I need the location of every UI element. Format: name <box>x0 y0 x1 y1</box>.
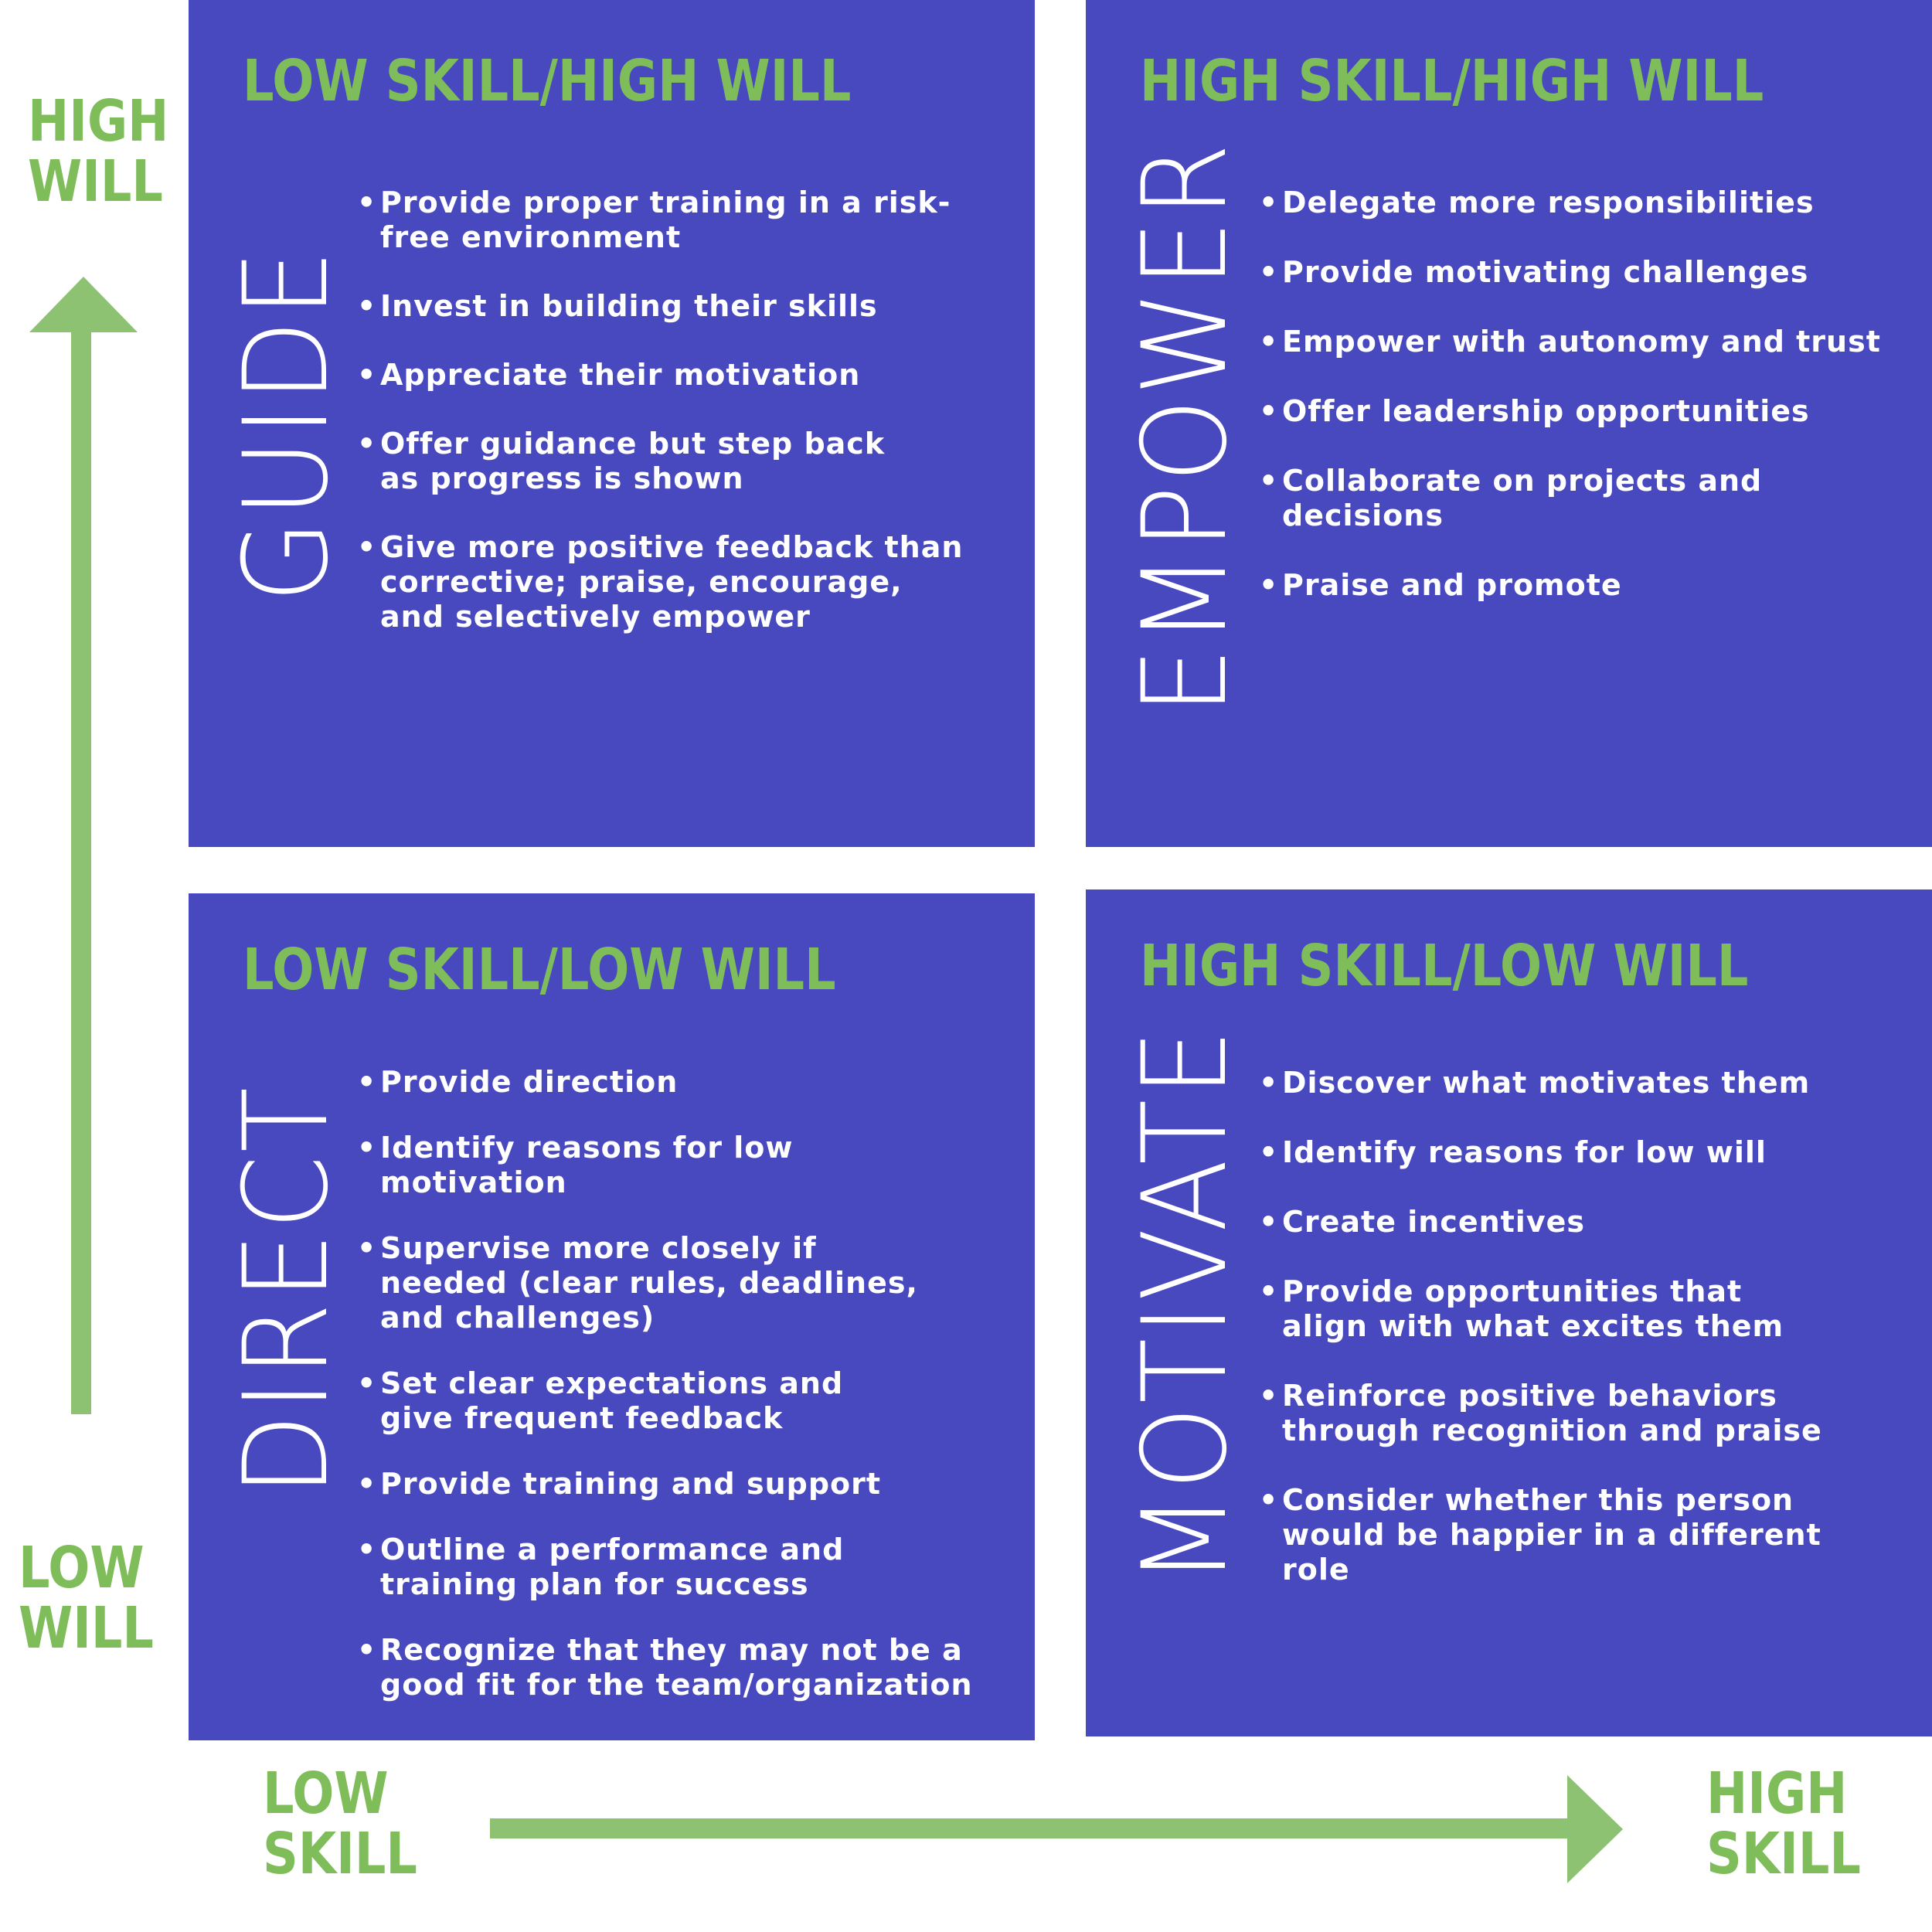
bullet-list: Discover what motivates them Identify re… <box>1259 1066 1923 1587</box>
action-word-motivate: MOTIVATE <box>1118 1026 1253 1585</box>
list-item: Identify reasons for low motivation <box>357 1131 991 1200</box>
right-arrow-shaft <box>490 1818 1580 1838</box>
x-axis-low-skill-label: LOW SKILL <box>263 1764 417 1884</box>
list-item: Offer leadership opportunities <box>1259 394 1923 429</box>
list-item: Discover what motivates them <box>1259 1066 1923 1100</box>
list-item: Empower with autonomy and trust <box>1259 325 1923 359</box>
list-item: Give more positive feedback than correct… <box>357 530 968 634</box>
list-item: Supervise more closely if needed (clear … <box>357 1231 937 1335</box>
label-line: LOW <box>263 1760 389 1827</box>
quadrant-low-skill-high-will: LOW SKILL/HIGH WILL GUIDE Provide proper… <box>189 0 1035 847</box>
right-arrow-head-icon <box>1567 1775 1623 1883</box>
action-word-direct: DIRECT <box>219 1084 354 1496</box>
list-item: Provide motivating challenges <box>1259 255 1923 290</box>
list-item: Invest in building their skills <box>357 289 991 324</box>
bullet-list: Provide direction Identify reasons for l… <box>357 1065 991 1702</box>
list-item: Offer guidance but step back as progress… <box>357 427 906 496</box>
label-line: LOW <box>19 1535 145 1601</box>
list-item: Praise and promote <box>1259 568 1923 603</box>
label-line: WILL <box>19 1595 154 1662</box>
action-word-empower: EMPOWER <box>1118 140 1253 716</box>
list-item: Provide proper training in a risk-free e… <box>357 185 991 255</box>
bullet-list: Delegate more responsibilities Provide m… <box>1259 185 1923 603</box>
quadrant-high-skill-low-will: HIGH SKILL/LOW WILL MOTIVATE Discover wh… <box>1086 889 1932 1736</box>
y-axis-low-will-label: LOW WILL <box>19 1538 154 1658</box>
list-item: Outline a performance and training plan … <box>357 1532 968 1602</box>
bullet-list: Provide proper training in a risk-free e… <box>357 185 991 634</box>
list-item: Provide opportunities that align with wh… <box>1259 1274 1838 1344</box>
quadrant-title: HIGH SKILL/HIGH WILL <box>1140 48 1764 114</box>
quadrant-title: LOW SKILL/HIGH WILL <box>243 48 852 114</box>
list-item: Reinforce positive behaviors through rec… <box>1259 1379 1838 1448</box>
label-line: WILL <box>28 148 163 215</box>
quadrant-title: LOW SKILL/LOW WILL <box>243 937 836 1003</box>
quadrant-high-skill-high-will: HIGH SKILL/HIGH WILL EMPOWER Delegate mo… <box>1086 0 1932 847</box>
up-arrow-shaft <box>71 328 91 1414</box>
quadrant-title: HIGH SKILL/LOW WILL <box>1140 933 1749 999</box>
list-item: Provide direction <box>357 1065 991 1100</box>
list-item: Collaborate on projects and decisions <box>1259 464 1923 533</box>
y-axis-high-will-label: HIGH WILL <box>28 91 168 212</box>
list-item: Recognize that they may not be a good fi… <box>357 1633 998 1702</box>
label-line: HIGH <box>28 88 169 155</box>
label-line: HIGH <box>1706 1760 1848 1827</box>
list-item: Create incentives <box>1259 1205 1923 1240</box>
up-arrow-head-icon <box>29 277 138 332</box>
action-word-guide: GUIDE <box>219 247 354 603</box>
label-line: SKILL <box>263 1821 417 1887</box>
list-item: Appreciate their motivation <box>357 358 991 393</box>
x-axis-high-skill-label: HIGH SKILL <box>1706 1764 1861 1884</box>
list-item: Delegate more responsibilities <box>1259 185 1923 220</box>
quadrant-low-skill-low-will: LOW SKILL/LOW WILL DIRECT Provide direct… <box>189 893 1035 1740</box>
list-item: Set clear expectations and give frequent… <box>357 1366 921 1436</box>
list-item: Identify reasons for low will <box>1259 1135 1923 1170</box>
label-line: SKILL <box>1706 1821 1861 1887</box>
list-item: Provide training and support <box>357 1467 991 1502</box>
list-item: Consider whether this person would be ha… <box>1259 1483 1885 1587</box>
